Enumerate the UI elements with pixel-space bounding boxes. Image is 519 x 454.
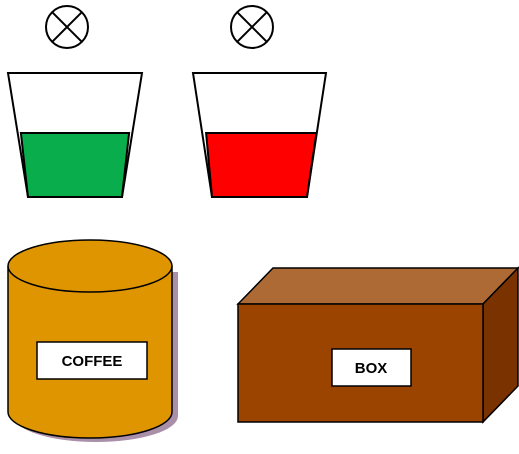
- box-label-box: [331, 348, 412, 387]
- x-circle-icon: [230, 5, 274, 49]
- box-top-face: [236, 267, 519, 305]
- x-circle-icon: [45, 5, 89, 49]
- left-cup-liquid: [19, 132, 131, 198]
- right-cup-liquid: [205, 132, 318, 198]
- coffee-can: COFFEE: [7, 239, 178, 442]
- coffee-label-box: [36, 341, 148, 380]
- box: BOX: [236, 266, 519, 424]
- coffee-label-text: COFFEE: [62, 353, 123, 370]
- box-label-text: BOX: [355, 360, 388, 377]
- left-cup-group: [6, 5, 144, 198]
- coffee-can-lid: [7, 239, 173, 293]
- right-cup-group: [191, 5, 328, 198]
